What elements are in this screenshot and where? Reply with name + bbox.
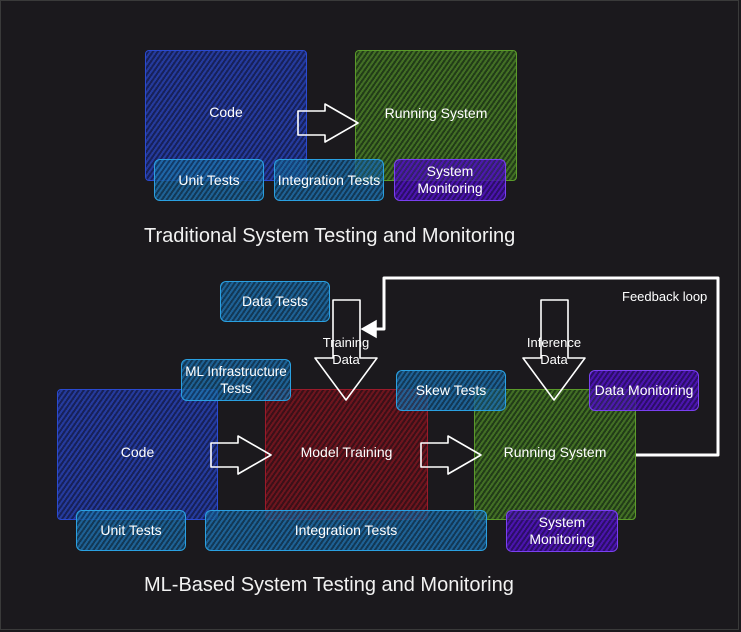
ml-skew-tests-label: Skew Tests — [415, 382, 487, 398]
ml-infrastructure-tests-label: ML Infrastructure Tests — [185, 364, 287, 396]
ml-code-box: Code — [57, 389, 218, 520]
ml-infrastructure-tests-tag: ML Infrastructure Tests — [181, 359, 291, 401]
ml-unit-tests-label: Unit Tests — [100, 522, 162, 538]
inference-data-label: Inference Data — [526, 335, 582, 367]
traditional-running-system-label: Running System — [384, 105, 488, 121]
ml-system-monitoring-tag: System Monitoring — [506, 510, 618, 552]
ml-model-training-label: Model Training — [300, 444, 393, 460]
ml-integration-tests-tag: Integration Tests — [205, 510, 487, 551]
ml-skew-tests-tag: Skew Tests — [396, 370, 506, 411]
feedback-loop-label: Feedback loop — [622, 289, 708, 304]
traditional-integration-tests-tag: Integration Tests — [274, 159, 384, 201]
traditional-unit-tests-label: Unit Tests — [178, 171, 240, 188]
ml-data-monitoring-tag: Data Monitoring — [589, 370, 699, 411]
ml-data-monitoring-label: Data Monitoring — [594, 382, 694, 398]
ml-code-label: Code — [120, 444, 155, 460]
ml-caption: ML-Based System Testing and Monitoring — [144, 574, 514, 596]
training-data-label: Training Data — [322, 335, 370, 367]
ml-data-tests-label: Data Tests — [242, 293, 308, 309]
traditional-system-monitoring-label: System Monitoring — [417, 163, 483, 196]
ml-unit-tests-tag: Unit Tests — [76, 510, 186, 551]
traditional-code-label: Code — [209, 104, 243, 120]
ml-system-monitoring-label: System Monitoring — [529, 514, 595, 547]
ml-integration-tests-label: Integration Tests — [294, 522, 398, 538]
ml-running-system-label: Running System — [503, 444, 607, 460]
traditional-system-monitoring-tag: System Monitoring — [394, 159, 506, 201]
ml-data-tests-tag: Data Tests — [220, 281, 330, 322]
traditional-integration-tests-label: Integration Tests — [277, 171, 381, 188]
traditional-unit-tests-tag: Unit Tests — [154, 159, 264, 201]
traditional-caption: Traditional System Testing and Monitorin… — [144, 225, 516, 247]
